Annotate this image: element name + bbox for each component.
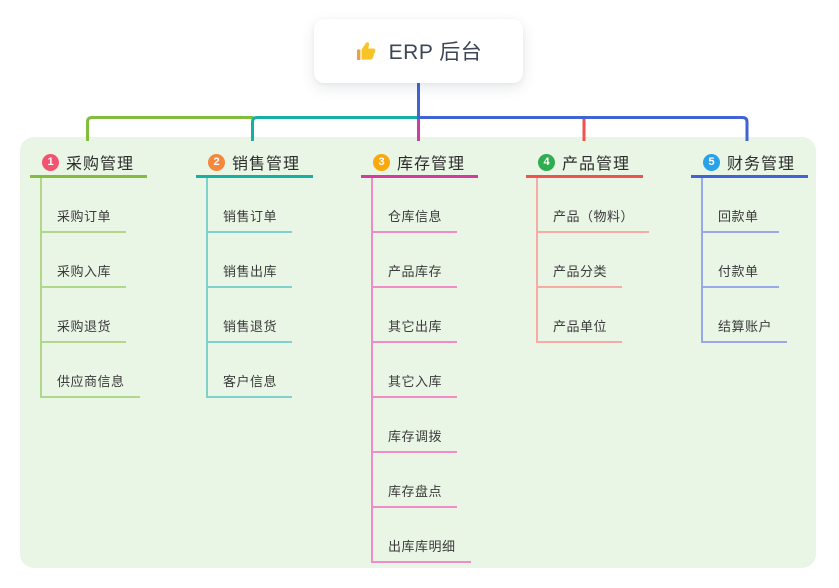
child-node[interactable]: 结算账户 [701,288,788,343]
child-label: 库存调拨 [388,429,443,444]
child-node[interactable]: 库存调拨 [371,398,458,453]
child-label: 出库库明细 [388,539,456,554]
child-node[interactable]: 仓库信息 [371,178,458,233]
child-label: 采购退货 [57,319,112,334]
branch-index-badge: 3 [373,153,390,171]
branch-inventory: 3 库存管理 仓库信息 产品库存 其它出库 其它入库 库存调拨 库存盘点 出库库… [361,137,527,563]
branch-finance: 5 财务管理 回款单 付款单 结算账户 [691,137,839,343]
child-label: 采购订单 [57,209,112,224]
child-label: 仓库信息 [388,209,443,224]
branch-spine [371,178,373,563]
child-node[interactable]: 产品单位 [536,288,623,343]
branch-spine [40,178,42,398]
child-label: 销售出库 [223,264,278,279]
branch-header-purchase[interactable]: 1 采购管理 [30,137,147,178]
branch-header-sales[interactable]: 2 销售管理 [196,137,313,178]
child-node[interactable]: 销售退货 [206,288,293,343]
branch-spine [701,178,703,343]
branch-header-finance[interactable]: 5 财务管理 [691,137,808,178]
child-node[interactable]: 供应商信息 [40,343,140,398]
branch-index-badge: 4 [538,153,555,171]
child-label: 回款单 [718,209,759,224]
child-node[interactable]: 出库库明细 [371,508,471,563]
child-node[interactable]: 采购入库 [40,233,127,288]
branch-purchase: 1 采购管理 采购订单 采购入库 采购退货 供应商信息 [30,137,196,398]
child-node[interactable]: 其它出库 [371,288,458,343]
branch-children: 产品（物料） 产品分类 产品单位 [536,178,692,343]
child-label: 库存盘点 [388,484,443,499]
child-label: 采购入库 [57,264,112,279]
child-label: 产品分类 [553,264,608,279]
child-node[interactable]: 产品（物料） [536,178,650,233]
branch-index-badge: 1 [42,153,59,171]
branch-title: 库存管理 [397,156,466,173]
child-node[interactable]: 客户信息 [206,343,293,398]
branch-children: 仓库信息 产品库存 其它出库 其它入库 库存调拨 库存盘点 出库库明细 [371,178,527,563]
thumbs-up-icon [355,39,379,63]
child-node[interactable]: 采购订单 [40,178,127,233]
child-label: 其它出库 [388,319,443,334]
branch-children: 回款单 付款单 结算账户 [701,178,839,343]
branch-title: 采购管理 [66,156,135,173]
branch-product: 4 产品管理 产品（物料） 产品分类 产品单位 [526,137,692,343]
child-node[interactable]: 采购退货 [40,288,127,343]
child-node[interactable]: 付款单 [701,233,779,288]
child-label: 产品库存 [388,264,443,279]
branch-children: 销售订单 销售出库 销售退货 客户信息 [206,178,362,398]
child-label: 产品（物料） [553,209,635,224]
child-node[interactable]: 销售出库 [206,233,293,288]
branch-header-inventory[interactable]: 3 库存管理 [361,137,478,178]
child-label: 客户信息 [223,374,278,389]
branch-spine [206,178,208,398]
child-node[interactable]: 回款单 [701,178,779,233]
root-node-erp[interactable]: ERP 后台 [314,19,523,83]
child-node[interactable]: 产品库存 [371,233,458,288]
branch-spine [536,178,538,343]
child-node[interactable]: 库存盘点 [371,453,458,508]
child-label: 付款单 [718,264,759,279]
child-label: 供应商信息 [57,374,125,389]
branch-index-badge: 5 [703,153,720,171]
child-node[interactable]: 其它入库 [371,343,458,398]
child-node[interactable]: 产品分类 [536,233,623,288]
child-label: 产品单位 [553,319,608,334]
child-label: 销售退货 [223,319,278,334]
branch-children: 采购订单 采购入库 采购退货 供应商信息 [40,178,196,398]
child-node[interactable]: 销售订单 [206,178,293,233]
branch-sales: 2 销售管理 销售订单 销售出库 销售退货 客户信息 [196,137,362,398]
branch-title: 销售管理 [232,156,301,173]
branches-panel [20,137,816,568]
branch-title: 产品管理 [562,156,631,173]
child-label: 其它入库 [388,374,443,389]
branch-index-badge: 2 [208,153,225,171]
root-title: ERP 后台 [388,41,483,64]
connector-finance-root [417,83,749,141]
child-label: 结算账户 [718,319,773,334]
branch-title: 财务管理 [727,156,796,173]
child-label: 销售订单 [223,209,278,224]
branch-header-product[interactable]: 4 产品管理 [526,137,643,178]
